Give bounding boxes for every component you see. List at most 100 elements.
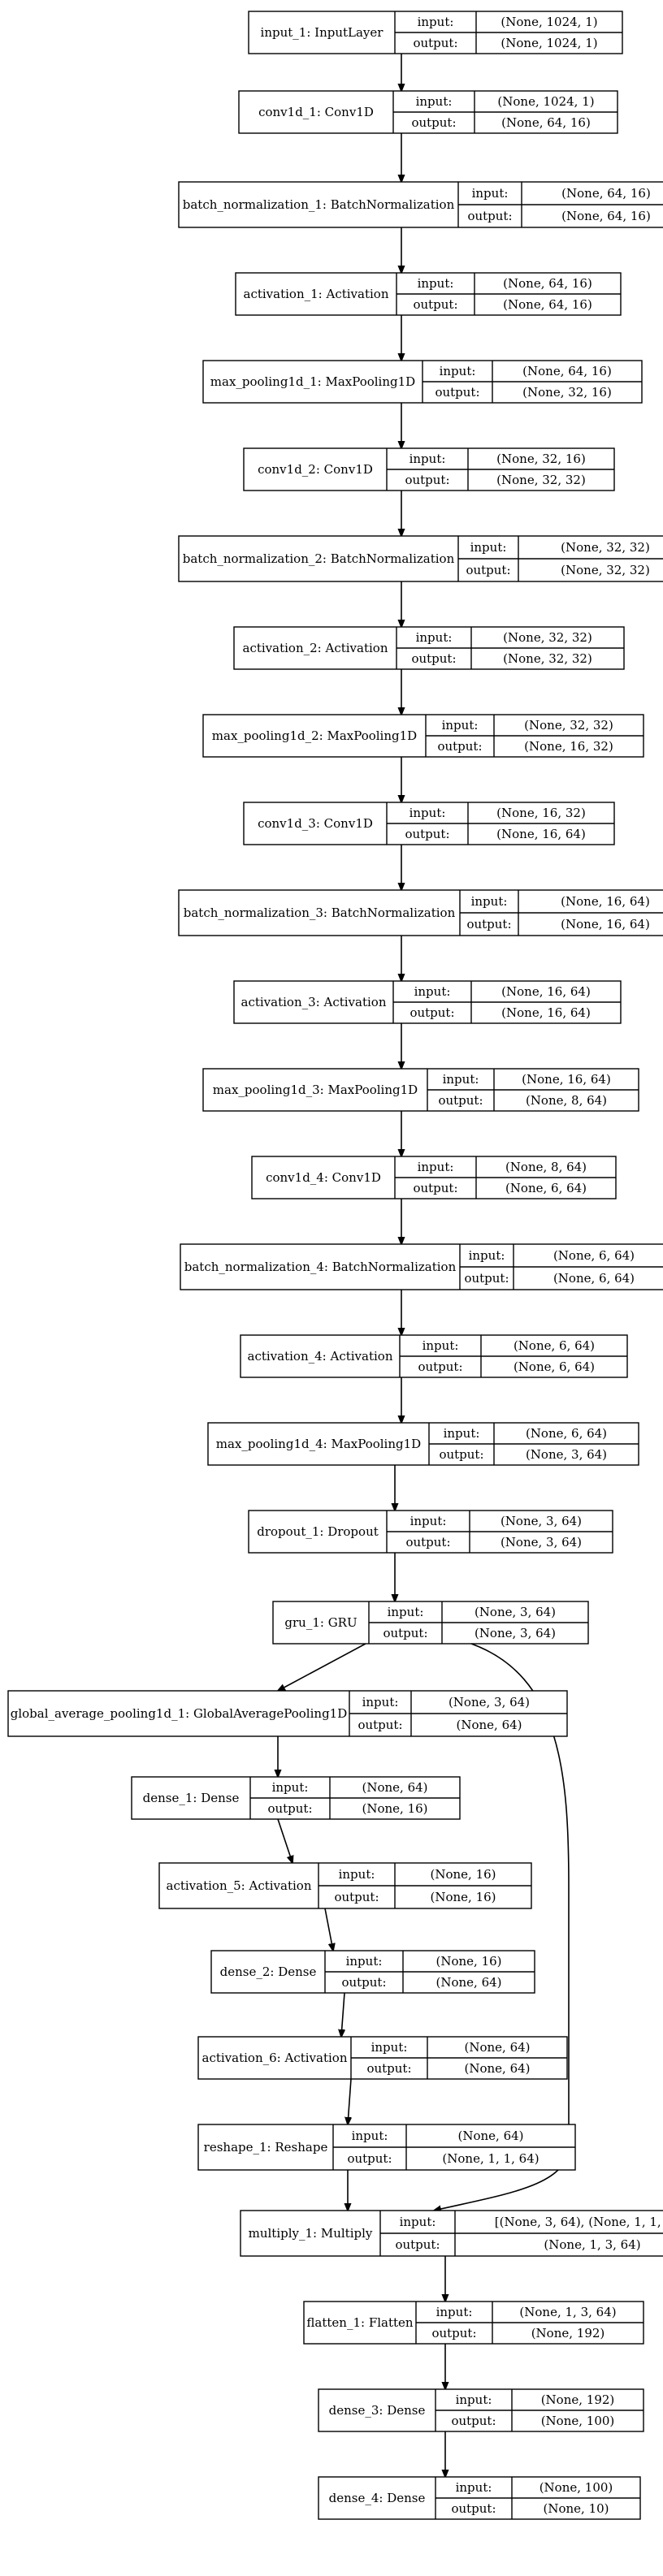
input-label: input: (410, 452, 446, 466)
input-label: input: (410, 806, 446, 820)
output-shape: (None, 64, 16) (501, 115, 591, 130)
output-label: output: (431, 2326, 476, 2340)
input-label: input: (272, 1780, 309, 1795)
input-label: input: (418, 1160, 454, 1174)
output-label: output: (383, 1626, 427, 1640)
output-shape: (None, 64) (436, 1975, 501, 1990)
input-shape: (None, 64) (464, 2040, 530, 2055)
layer-name: dense_1: Dense (143, 1791, 240, 1805)
layer-node-max-pooling1d-3: max_pooling1d_3: MaxPooling1Dinput:outpu… (202, 1068, 639, 1112)
output-shape: (None, 16, 64) (501, 1005, 591, 1020)
input-label: input: (444, 1426, 480, 1441)
output-label: output: (439, 1447, 483, 1462)
edge-dense-2-to-activation-6 (341, 1992, 344, 2037)
input-shape: (None, 32, 32) (524, 718, 613, 733)
input-shape: (None, 16) (436, 1954, 501, 1969)
output-shape: (None, 64, 16) (503, 297, 592, 312)
input-shape: (None, 64) (362, 1780, 427, 1795)
input-shape: (None, 1024, 1) (497, 94, 594, 109)
output-label: output: (413, 297, 457, 312)
layer-name: max_pooling1d_3: MaxPooling1D (213, 1083, 418, 1097)
layer-name: max_pooling1d_2: MaxPooling1D (212, 728, 417, 743)
input-shape: (None, 3, 64) (474, 1605, 556, 1619)
input-shape: (None, 6, 64) (514, 1338, 595, 1353)
output-shape: (None, 16) (430, 1890, 496, 1904)
edges (277, 54, 570, 2477)
input-shape: (None, 3, 64) (500, 1514, 582, 1528)
output-label: output: (366, 2061, 411, 2076)
output-shape: (None, 32, 32) (496, 473, 586, 487)
output-label: output: (405, 473, 449, 487)
output-label: output: (438, 1093, 483, 1108)
input-shape: [(None, 3, 64), (None, 1, 1, 64)] (495, 2215, 663, 2229)
output-shape: (None, 16, 64) (561, 917, 650, 931)
input-label: input: (352, 2129, 388, 2143)
output-shape: (None, 64) (456, 1718, 522, 1732)
input-shape: (None, 16) (430, 1867, 496, 1882)
input-label: input: (346, 1954, 383, 1969)
output-label: output: (267, 1801, 312, 1816)
input-label: input: (469, 1248, 505, 1263)
input-shape: (None, 32, 32) (561, 540, 650, 555)
layer-node-activation-6: activation_6: Activationinput:output:(No… (197, 2036, 568, 2080)
input-label: input: (456, 2480, 492, 2495)
input-label: input: (471, 894, 508, 909)
layer-node-global-average-pooling1d-1: global_average_pooling1d_1: GlobalAverag… (7, 1690, 568, 1737)
output-label: output: (395, 2237, 440, 2252)
layer-node-activation-4: activation_4: Activationinput:output:(No… (240, 1334, 628, 1378)
input-label: input: (339, 1867, 375, 1882)
output-label: output: (451, 2501, 496, 2516)
input-shape: (None, 6, 64) (553, 1248, 635, 1263)
layer-name: activation_1: Activation (244, 287, 389, 301)
layer-name: activation_2: Activation (243, 641, 388, 655)
output-shape: (None, 1, 1, 64) (442, 2151, 539, 2166)
layer-node-max-pooling1d-4: max_pooling1d_4: MaxPooling1Dinput:outpu… (207, 1422, 639, 1466)
output-shape: (None, 32, 16) (522, 385, 612, 400)
layer-name: gru_1: GRU (284, 1615, 357, 1630)
output-label: output: (466, 917, 511, 931)
input-shape: (None, 32, 32) (503, 630, 592, 645)
output-shape: (None, 64) (464, 2061, 530, 2076)
output-shape: (None, 1024, 1) (500, 36, 597, 50)
input-label: input: (422, 1338, 459, 1353)
layer-name: dense_2: Dense (220, 1964, 317, 1979)
layer-node-max-pooling1d-1: max_pooling1d_1: MaxPooling1Dinput:outpu… (202, 360, 643, 404)
output-label: output: (451, 2414, 496, 2428)
output-shape: (None, 32, 32) (561, 563, 650, 577)
output-shape: (None, 16, 64) (496, 827, 586, 841)
edge-gru-1-to-multiply-1 (434, 1643, 570, 2211)
layer-name: input_1: InputLayer (261, 25, 384, 40)
layer-name: activation_4: Activation (248, 1349, 393, 1364)
input-label: input: (400, 2215, 436, 2229)
input-label: input: (410, 1514, 447, 1528)
input-shape: (None, 16, 64) (501, 984, 591, 999)
input-shape: (None, 192) (541, 2392, 615, 2407)
input-label: input: (436, 2305, 473, 2319)
input-label: input: (416, 630, 453, 645)
edge-gru-1-to-global-average-pooling1d-1 (278, 1643, 366, 1691)
nodes: input_1: InputLayer input: output: (None, 1… (7, 11, 663, 2520)
layer-node-batch-normalization-3: batch_normalization_3: BatchNormalizatio… (178, 889, 663, 936)
input-shape: (None, 1, 3, 64) (519, 2305, 616, 2319)
output-label: output: (347, 2151, 392, 2166)
layer-name: batch_normalization_2: BatchNormalizatio… (183, 551, 455, 566)
layer-node-multiply-1: multiply_1: Multiplyinput:output:[(None,… (240, 2210, 663, 2257)
layer-node-batch-normalization-4: batch_normalization_4: BatchNormalizatio… (180, 1243, 663, 1290)
layer-name: flatten_1: Flatten (306, 2315, 413, 2330)
layer-name: activation_3: Activation (241, 995, 387, 1009)
layer-node-activation-5: activation_5: Activationinput:output:(No… (158, 1862, 532, 1909)
output-shape: (None, 1, 3, 64) (544, 2237, 640, 2252)
output-label: output: (413, 1181, 457, 1195)
edge-dense-1-to-activation-5 (277, 1818, 292, 1863)
layer-name: batch_normalization_3: BatchNormalizatio… (184, 905, 456, 920)
output-label: output: (413, 36, 457, 50)
